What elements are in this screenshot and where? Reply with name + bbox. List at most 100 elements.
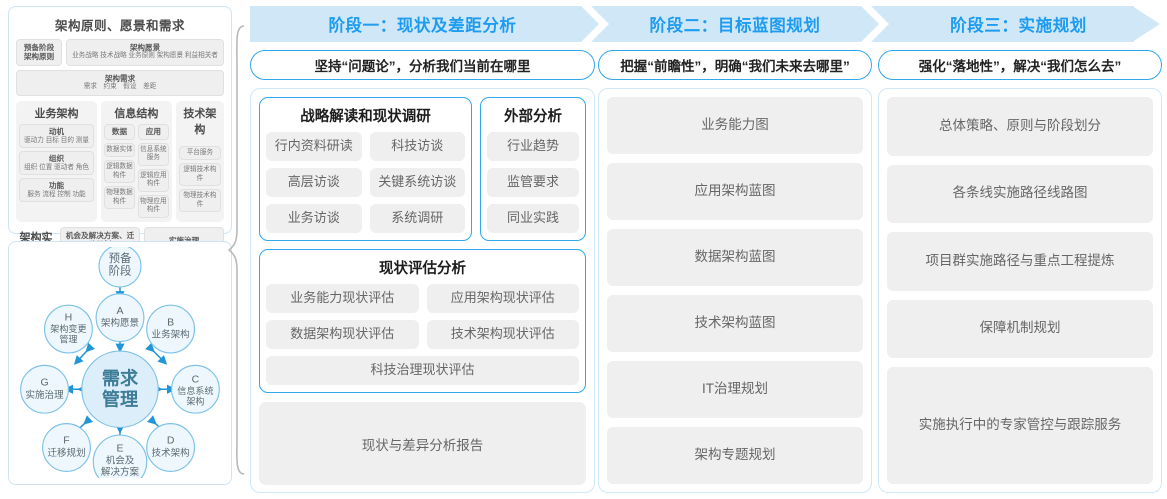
chip-application-architecture-assessment[interactable]: 应用架构现状评估 (426, 284, 579, 313)
adm-node-e-label1: 机会及 (106, 455, 135, 467)
physical-data-box: 物理数据构件 (104, 186, 135, 210)
strategy-research-title: 战略解读和现状调研 (300, 109, 431, 125)
phase-banner-3-text: 阶段三：实施规划 (950, 17, 1087, 35)
chip-assurance-mechanism-plan[interactable]: 保障机制规划 (887, 299, 1153, 358)
phase-subtitle-2: 把握“前瞻性”，明确“我们未来去哪里” (598, 50, 872, 80)
chevron-separator-1-icon (581, 6, 609, 42)
phase-subtitle-3-text: 强化“落地性”，解决“我们怎么去” (918, 59, 1122, 74)
adm-node-e-key: E (116, 442, 123, 454)
adm-node-b-key: B (167, 316, 174, 328)
chevron-end-icon (1134, 6, 1167, 42)
gap-analysis-report-label: 现状与差异分析报告 (361, 437, 484, 453)
chip-data-architecture-assessment[interactable]: 数据架构现状评估 (266, 320, 419, 349)
chip-key-system-interview[interactable]: 关键系统访谈 (369, 168, 465, 197)
adm-node-a-key: A (116, 305, 123, 317)
chip-application-architecture-blueprint[interactable]: 应用架构蓝图 (607, 163, 863, 220)
chip-system-research[interactable]: 系统调研 (369, 204, 465, 233)
physical-application-box: 物理应用构件 (137, 194, 169, 218)
adm-center-circle (81, 350, 159, 429)
adm-prelim-line1: 预备 (109, 251, 132, 265)
architecture-requirement-box: 架构需求 需求 约束 假设 差距 (16, 69, 224, 97)
pillar-title-technology: 技术架构 (183, 108, 217, 137)
adm-node-e-label2: 解决方案 (101, 466, 140, 478)
chip-business-capability-assessment[interactable]: 业务能力现状评估 (266, 284, 419, 313)
chip-internal-material-review[interactable]: 行内资料研读 (266, 132, 362, 161)
architecture-vision-items: 业务战略 技术战略 业务原则 架构愿景 利益相关者 (72, 52, 218, 60)
chip-program-path-key-projects[interactable]: 项目群实施路径与重点工程提炼 (887, 232, 1153, 291)
chip-architecture-topic-plan[interactable]: 架构专题规划 (607, 427, 863, 484)
phase-subtitle-1-text: 坚持“问题论”，分析我们当前在哪里 (314, 59, 531, 74)
phase-1-panel: 战略解读和现状调研 行内资料研读 科技访谈 高层访谈 关键系统访谈 业务访谈 系… (250, 88, 595, 493)
chip-regulatory-requirement[interactable]: 监管要求 (487, 168, 579, 197)
chip-data-architecture-blueprint[interactable]: 数据架构蓝图 (607, 229, 863, 286)
chip-overall-strategy-principles-phasing[interactable]: 总体策略、原则与阶段划分 (887, 97, 1153, 156)
strategy-row-1: 行内资料研读 科技访谈 (266, 132, 465, 161)
info-system-service-box: 信息系统服务 (137, 142, 169, 166)
info-system-service: 信息系统服务 (140, 145, 167, 162)
togaf-title: 架构原则、愿景和需求 (54, 19, 185, 33)
chip-technology-architecture-blueprint[interactable]: 技术架构蓝图 (607, 295, 863, 352)
chip-peer-practice[interactable]: 同业实践 (487, 204, 579, 233)
brace-connector-icon (228, 25, 245, 475)
architecture-requirement-items: 需求 约束 假设 差距 (83, 83, 157, 91)
adm-node-c-label2: 架构 (186, 396, 204, 407)
phase-subtitle-2-text: 把握“前瞻性”，明确“我们未来去哪里” (620, 59, 850, 74)
adm-node-g-label: 实施治理 (25, 389, 64, 401)
gap-analysis-report-chip[interactable]: 现状与差异分析报告 (259, 402, 586, 485)
adm-node-g-key: G (40, 376, 48, 388)
external-analysis-title: 外部分析 (504, 109, 562, 125)
adm-node-prelim-circle (98, 247, 142, 288)
adm-node-h-circle (43, 304, 93, 354)
chip-executive-interview[interactable]: 高层访谈 (266, 168, 362, 197)
data-entity: 数据实体 (106, 145, 133, 153)
adm-node-f-key: F (63, 435, 69, 447)
pillar-title-business: 业务架构 (34, 108, 79, 121)
assessment-row-1: 业务能力现状评估 应用架构现状评估 (266, 284, 579, 313)
external-row-1: 行业趋势 (487, 132, 579, 161)
platform-service: 平台服务 (186, 148, 214, 156)
logical-technology-box: 逻辑技术构件 (178, 163, 221, 187)
prelim-line1: 预备阶段 (23, 43, 55, 52)
togaf-reference-column: 架构原则、愿景和需求 预备阶段 架构原则 架构愿景 业务战略 技术战略 业务原则… (8, 6, 232, 493)
strategy-row-3: 业务访谈 系统调研 (266, 204, 465, 233)
external-analysis-subpanel: 外部分析 行业趋势 监管要求 同业实践 (480, 97, 586, 241)
chip-business-interview[interactable]: 业务访谈 (266, 204, 362, 233)
prelim-phase-box: 预备阶段 架构原则 (16, 39, 62, 66)
phase-subtitle-3: 强化“落地性”，解决“我们怎么去” (878, 50, 1162, 80)
chip-technology-governance-assessment[interactable]: 科技治理现状评估 (266, 356, 579, 385)
chip-it-governance-plan[interactable]: IT治理规划 (607, 361, 863, 418)
phase-banner-3: 阶段三：实施规划 (875, 6, 1162, 42)
phase-subtitle-1: 坚持“问题论”，分析我们当前在哪里 (250, 50, 595, 80)
business-organization-box: 组织 组织 位置 驱动者 角色 (19, 151, 95, 176)
adm-cycle-diagram: 预备 阶段 需求 管理 A 架构愿景 B 业务架构 C 信息系统 架构 D 技术… (20, 247, 220, 478)
business-function-box: 功能 服务 流程 控制 功能 (19, 178, 95, 203)
business-organization-sub: 组织 位置 驱动者 角色 (24, 163, 89, 171)
adm-node-e-circle (92, 434, 148, 478)
adm-node-b-label: 业务架构 (152, 329, 190, 341)
application-head: 应用 (145, 127, 161, 137)
phase-banner-1-text: 阶段一：现状及差距分析 (328, 17, 517, 35)
strategy-research-subpanel: 战略解读和现状调研 行内资料研读 科技访谈 高层访谈 关键系统访谈 业务访谈 系… (259, 97, 472, 241)
data-entity-box: 数据实体 (104, 142, 135, 158)
current-state-assessment-subpanel: 现状评估分析 业务能力现状评估 应用架构现状评估 数据架构现状评估 技术架构现状… (259, 249, 586, 393)
adm-node-h-key: H (65, 311, 73, 323)
chip-expert-control-tracking-service[interactable]: 实施执行中的专家管控与跟踪服务 (887, 367, 1153, 484)
adm-node-c-label1: 信息系统 (177, 385, 213, 396)
chip-industry-trend[interactable]: 行业趋势 (487, 132, 579, 161)
adm-node-f-label: 迁移规划 (47, 447, 85, 459)
adm-node-d-circle (146, 423, 196, 472)
adm-node-f-circle (42, 423, 91, 472)
architecture-vision-box: 架构愿景 业务战略 技术战略 业务原则 架构愿景 利益相关者 (66, 39, 224, 66)
togaf-framework-card: 架构原则、愿景和需求 预备阶段 架构原则 架构愿景 业务战略 技术战略 业务原则… (8, 6, 232, 263)
chip-line-implementation-roadmap[interactable]: 各条线实施路径线路图 (887, 164, 1153, 223)
current-state-assessment-title: 现状评估分析 (379, 261, 466, 277)
chip-technology-interview[interactable]: 科技访谈 (369, 132, 465, 161)
chip-technology-architecture-assessment[interactable]: 技术架构现状评估 (426, 320, 579, 349)
adm-cycle-card: 预备 阶段 需求 管理 A 架构愿景 B 业务架构 C 信息系统 架构 D 技术… (8, 241, 232, 485)
phase-2-panel: 业务能力图 应用架构蓝图 数据架构蓝图 技术架构蓝图 IT治理规划 架构专题规划 (598, 88, 872, 493)
prelim-vision-row: 预备阶段 架构原则 架构愿景 业务战略 技术战略 业务原则 架构愿景 利益相关者 (16, 39, 224, 66)
business-motivation-head: 动机 (48, 127, 65, 137)
chip-business-capability-map[interactable]: 业务能力图 (607, 97, 863, 154)
adm-node-d-label: 技术架构 (152, 447, 190, 459)
physical-technology: 物理技术构件 (183, 192, 217, 208)
